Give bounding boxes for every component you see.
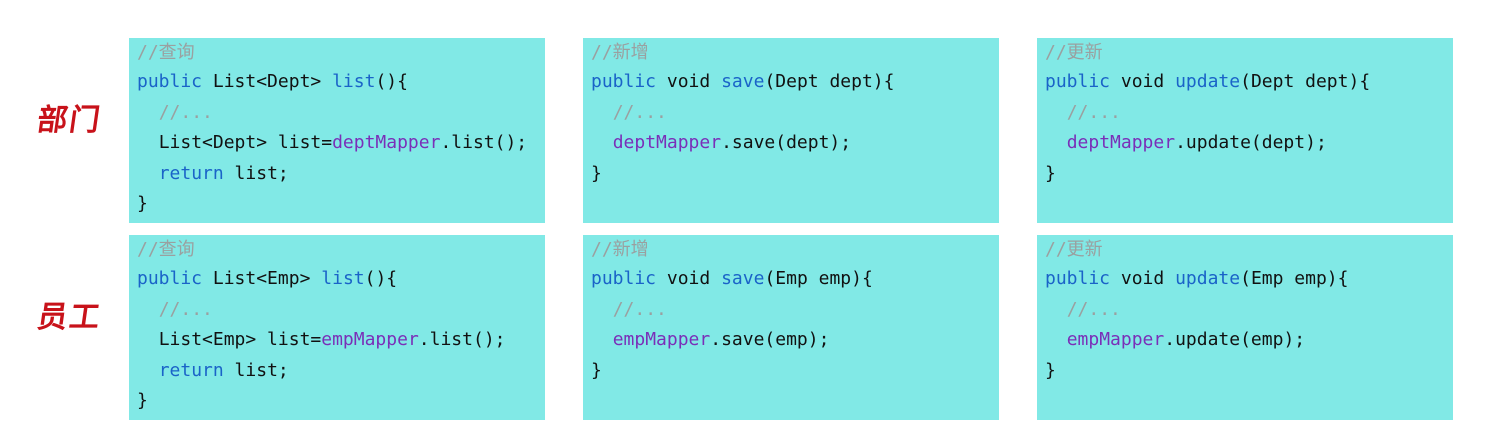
- return-type: List<Emp>: [212, 268, 311, 289]
- keyword-public: public: [591, 71, 657, 92]
- return-type: void: [1120, 71, 1165, 92]
- body-comment: //...: [612, 298, 667, 320]
- keyword-public: public: [137, 268, 203, 289]
- body-comment: //...: [1066, 101, 1121, 123]
- method-name: update: [1175, 268, 1241, 289]
- method-name: save: [721, 71, 765, 92]
- body-comment-line: //...: [137, 98, 545, 129]
- method-params: (Dept dept){: [1240, 71, 1371, 92]
- closing-brace: }: [137, 193, 148, 214]
- row-label-emp: 员工: [35, 300, 104, 335]
- return-value: list;: [223, 359, 289, 381]
- code-card-emp-list: //查询 public List<Emp> list(){ //... List…: [129, 235, 545, 420]
- code-comment: //新增: [591, 239, 649, 260]
- return-type: void: [1120, 268, 1165, 289]
- closing-brace: }: [1045, 359, 1056, 381]
- body-comment-line: //...: [591, 295, 999, 326]
- code-comment: //新增: [591, 42, 649, 63]
- keyword-return: return: [158, 162, 224, 184]
- method-params: (){: [364, 268, 398, 289]
- return-line: return list;: [137, 159, 545, 190]
- mapper-call: .update(emp);: [1164, 329, 1306, 350]
- body-comment-line: //...: [591, 98, 999, 129]
- body-comment: //...: [612, 101, 667, 123]
- code-card-dept-update: //更新 public void update(Dept dept){ //..…: [1037, 38, 1453, 223]
- statement-line: empMapper.save(emp);: [591, 325, 999, 356]
- mapper-name: deptMapper: [1066, 132, 1176, 153]
- keyword-public: public: [1045, 268, 1111, 289]
- mapper-call: .update(dept);: [1175, 132, 1327, 153]
- statement-line: deptMapper.save(dept);: [591, 128, 999, 159]
- keyword-public: public: [137, 71, 203, 92]
- mapper-name: deptMapper: [332, 132, 441, 153]
- mapper-call: .list();: [418, 329, 506, 350]
- method-params: (){: [375, 71, 408, 92]
- body-comment: //...: [158, 298, 213, 320]
- code-card-emp-save: //新增 public void save(Emp emp){ //... em…: [583, 235, 999, 420]
- statement-line: empMapper.update(emp);: [1045, 325, 1453, 356]
- body-comment: //...: [158, 101, 213, 123]
- code-card-emp-update: //更新 public void update(Emp emp){ //... …: [1037, 235, 1453, 420]
- return-type: List<Dept>: [212, 71, 322, 92]
- statement-prefix: List<Emp> list=: [158, 329, 322, 350]
- mapper-call: .list();: [440, 132, 528, 153]
- method-signature: public void update(Emp emp){: [1045, 264, 1453, 295]
- code-card-dept-save: //新增 public void save(Dept dept){ //... …: [583, 38, 999, 223]
- statement-prefix: List<Dept> list=: [158, 132, 333, 153]
- statement-line: List<Dept> list=deptMapper.list();: [137, 128, 545, 159]
- closing-brace: }: [591, 359, 602, 381]
- method-name: save: [721, 268, 765, 289]
- closing-brace: }: [137, 390, 148, 411]
- body-comment-line: //...: [137, 295, 545, 326]
- closing-brace: }: [1045, 162, 1056, 184]
- method-signature: public void update(Dept dept){: [1045, 67, 1453, 98]
- mapper-call: .save(emp);: [710, 329, 830, 350]
- body-comment-line: //...: [1045, 295, 1453, 326]
- method-signature: public List<Emp> list(){: [137, 264, 545, 295]
- statement-line: deptMapper.update(dept);: [1045, 128, 1453, 159]
- mapper-call: .save(dept);: [721, 132, 852, 153]
- row-label-dept: 部门: [35, 103, 104, 138]
- code-comment: //更新: [1045, 42, 1103, 63]
- code-comment: //更新: [1045, 239, 1103, 260]
- body-comment-line: //...: [1045, 98, 1453, 129]
- method-signature: public List<Dept> list(){: [137, 67, 545, 98]
- body-comment: //...: [1066, 298, 1121, 320]
- return-type: void: [666, 71, 711, 92]
- return-value: list;: [223, 162, 289, 184]
- method-name: update: [1175, 71, 1241, 92]
- return-line: return list;: [137, 356, 545, 387]
- mapper-name: empMapper: [612, 329, 711, 350]
- method-params: (Dept dept){: [764, 71, 895, 92]
- method-params: (Emp emp){: [764, 268, 873, 289]
- closing-brace: }: [591, 162, 602, 184]
- code-comment: //查询: [137, 239, 195, 260]
- mapper-name: empMapper: [321, 329, 419, 350]
- method-name: list: [332, 71, 376, 92]
- method-signature: public void save(Emp emp){: [591, 264, 999, 295]
- method-name: list: [321, 268, 365, 289]
- keyword-public: public: [591, 268, 657, 289]
- method-params: (Emp emp){: [1240, 268, 1349, 289]
- mapper-name: deptMapper: [612, 132, 722, 153]
- code-comment: //查询: [137, 42, 195, 63]
- return-type: void: [666, 268, 711, 289]
- statement-line: List<Emp> list=empMapper.list();: [137, 325, 545, 356]
- keyword-public: public: [1045, 71, 1111, 92]
- method-signature: public void save(Dept dept){: [591, 67, 999, 98]
- mapper-name: empMapper: [1066, 329, 1165, 350]
- code-card-dept-list: //查询 public List<Dept> list(){ //... Lis…: [129, 38, 545, 223]
- keyword-return: return: [158, 359, 224, 381]
